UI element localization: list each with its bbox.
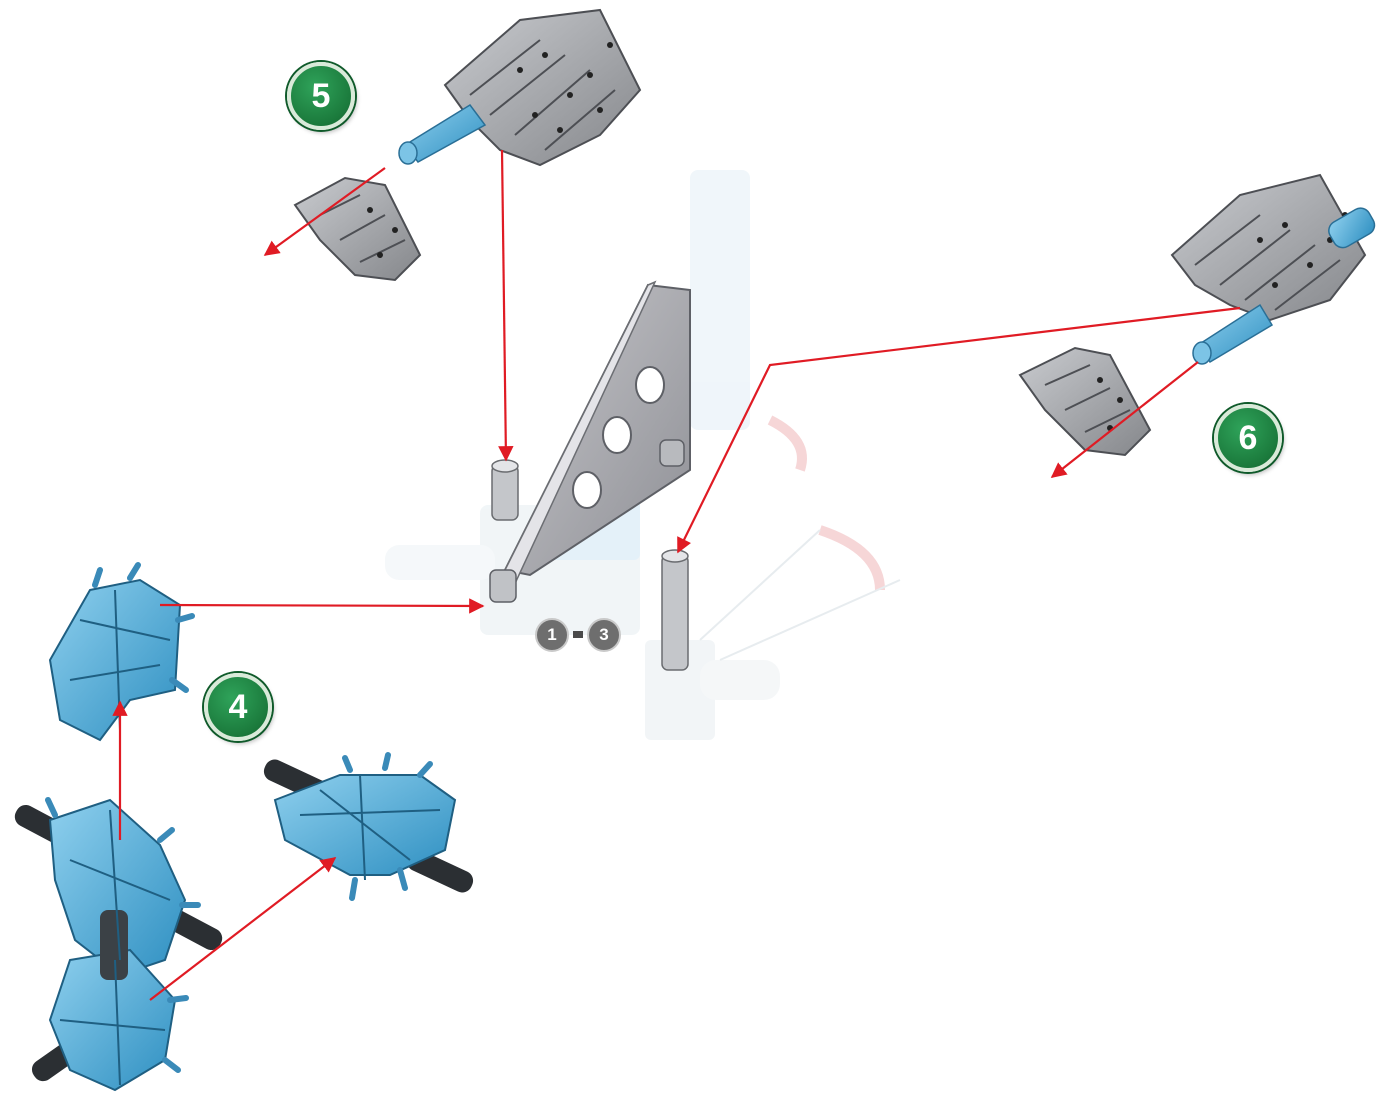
arrow-step4-to-base xyxy=(160,605,483,606)
step6-blue-rod xyxy=(1193,305,1272,364)
base-pin-right xyxy=(662,550,688,670)
step5-connector-stack xyxy=(445,10,640,165)
step-badge-4: 4 xyxy=(204,673,272,741)
step-badge-5: 5 xyxy=(287,62,355,130)
step6-connector-stack xyxy=(1172,175,1378,320)
arrow-step6-to-pin xyxy=(678,308,1240,552)
step4-gear-stack-bottom xyxy=(11,800,225,1090)
arrow-step5-down xyxy=(502,150,506,460)
step5-small-connector xyxy=(295,178,420,280)
base-pin-left xyxy=(492,460,518,520)
reference-dash xyxy=(573,631,583,638)
reference-badge-start: 1 xyxy=(535,618,569,652)
step4-gear-connector-right xyxy=(261,755,477,898)
step6-small-connector xyxy=(1020,348,1150,455)
reference-badge-end: 3 xyxy=(587,618,621,652)
step-badge-6: 6 xyxy=(1214,404,1282,472)
step5-blue-rod xyxy=(399,105,485,164)
